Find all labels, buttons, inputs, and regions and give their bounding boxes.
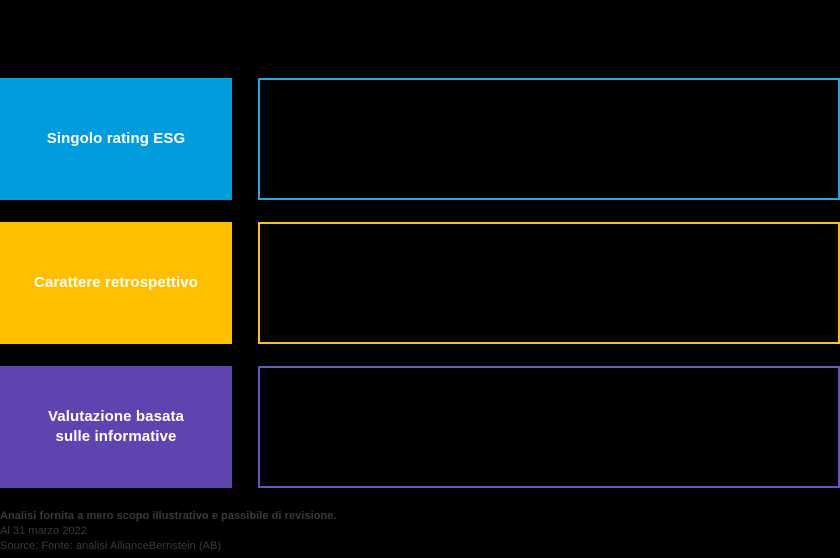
footnote-line-date: Al 31 marzo 2022 — [0, 525, 88, 537]
row-carattere-retrospettivo: Carattere retrospettivo — [0, 222, 840, 344]
label-card-carattere-retrospettivo[interactable]: Carattere retrospettivo — [0, 222, 232, 344]
detail-card-carattere-retrospettivo[interactable] — [258, 222, 840, 344]
footnote-line-disclaimer: Analisi fornita a mero scopo illustrativ… — [0, 510, 337, 522]
label-card-text: Singolo rating ESG — [46, 129, 186, 147]
footnote-block: Analisi fornita a mero scopo illustrativ… — [0, 509, 560, 554]
label-card-valutazione-basata-sulle-informative[interactable]: Valutazione basata sulle informative — [0, 366, 232, 488]
label-card-text: Valutazione basata sulle informative — [47, 407, 185, 445]
label-card-singolo-rating-esg[interactable]: Singolo rating ESG — [0, 78, 232, 200]
detail-card-valutazione-basata-sulle-informative[interactable] — [258, 366, 840, 488]
row-singolo-rating-esg: Singolo rating ESG — [0, 78, 840, 200]
row-valutazione-basata-sulle-informative: Valutazione basata sulle informative — [0, 366, 840, 488]
footnote-line-source: Source: Fonte: analisi AllianceBernstein… — [0, 540, 222, 552]
label-card-text: Carattere retrospettivo — [33, 273, 199, 291]
detail-card-singolo-rating-esg[interactable] — [258, 78, 840, 200]
